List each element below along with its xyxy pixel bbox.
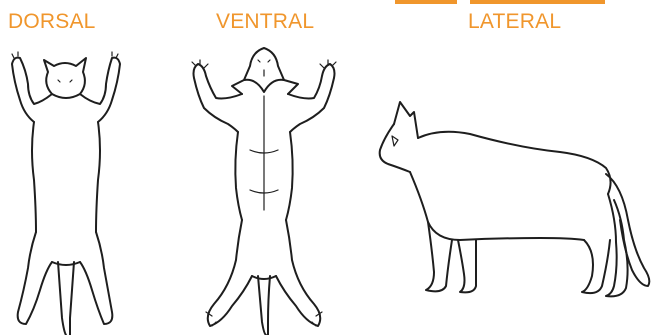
top-heading-fragment <box>395 0 457 4</box>
cat-lateral-outline <box>370 90 655 305</box>
cat-ventral-outline <box>180 0 360 335</box>
cat-dorsal-outline <box>0 0 135 335</box>
view-label-lateral: LATERAL <box>468 10 561 34</box>
top-heading-fragment <box>470 0 605 4</box>
